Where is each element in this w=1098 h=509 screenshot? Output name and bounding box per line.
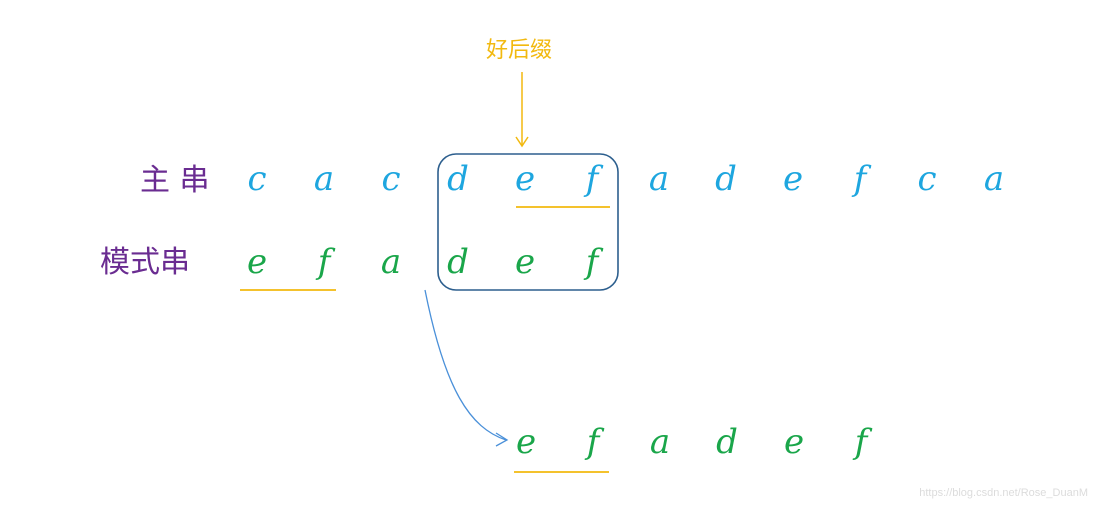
pattern-char: e <box>514 242 536 282</box>
main-string-char: f <box>585 159 599 199</box>
main-string-char: d <box>715 159 737 199</box>
shifted-pattern-char: f <box>586 422 600 462</box>
shift-arrow <box>424 289 507 441</box>
pattern-char: f <box>317 242 331 282</box>
main-string-char: f <box>853 159 867 199</box>
shifted-pattern-char: d <box>716 422 738 462</box>
main-string-char: c <box>917 159 937 199</box>
pattern-char: f <box>585 242 599 282</box>
main-string-char: a <box>313 159 335 199</box>
pattern-char: a <box>380 242 402 282</box>
shift-arrow-head <box>495 432 509 447</box>
main-string-char: c <box>381 159 401 199</box>
shifted-pattern-char: f <box>854 422 868 462</box>
good-suffix-arrow-head <box>515 136 529 148</box>
pattern-char: e <box>246 242 268 282</box>
main-string-char: a <box>983 159 1005 199</box>
good-suffix-label: 好后缀 <box>486 38 553 63</box>
main-string-char: e <box>782 159 804 199</box>
main-string-label: 主 串 <box>140 163 210 198</box>
pattern-label: 模式串 <box>100 245 190 280</box>
watermark: https://blog.csdn.net/Rose_DuanM <box>919 487 1088 499</box>
pattern-char: d <box>447 242 469 282</box>
main-string-char: c <box>247 159 267 199</box>
shifted-pattern-char: e <box>515 422 537 462</box>
good-suffix-match-box <box>437 153 619 291</box>
shifted-pattern-char: a <box>649 422 671 462</box>
shifted-pattern-char: e <box>783 422 805 462</box>
main-string-char: e <box>514 159 536 199</box>
main-string-char: d <box>447 159 469 199</box>
main-string-char: a <box>648 159 670 199</box>
